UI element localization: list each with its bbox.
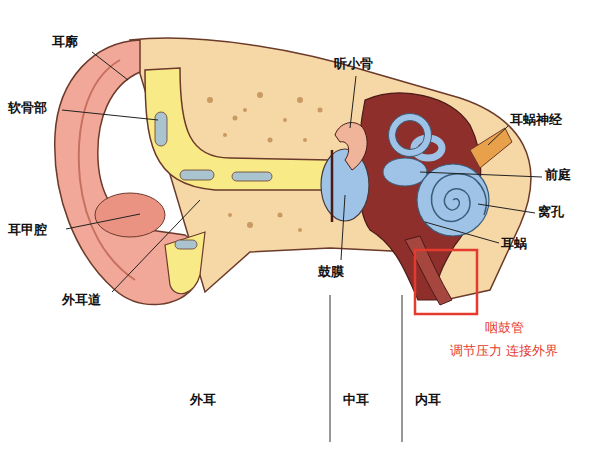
cochlear-nerve bbox=[470, 128, 512, 168]
section-dividers bbox=[330, 295, 402, 442]
auricle-fold bbox=[79, 60, 135, 280]
part-label: 鼓膜 bbox=[318, 264, 344, 280]
part-label: 前庭 bbox=[545, 167, 571, 183]
part-label: 外耳 bbox=[190, 392, 216, 408]
part-label: 内耳 bbox=[415, 392, 441, 408]
cochlea-spiral bbox=[431, 174, 486, 222]
ear-canal bbox=[145, 68, 330, 190]
part-label: 外耳道 bbox=[62, 292, 101, 308]
part-label: 中耳 bbox=[343, 392, 369, 408]
eardrum bbox=[331, 150, 334, 222]
ossicles bbox=[335, 123, 367, 170]
cartilage-lower bbox=[165, 232, 205, 294]
part-label: 耳甲腔 bbox=[8, 222, 47, 238]
highlight-box bbox=[415, 250, 477, 314]
part-label: 咽鼓管 bbox=[485, 320, 524, 336]
semicircular-canals bbox=[392, 117, 442, 158]
part-label: 调节压力 连接外界 bbox=[450, 343, 558, 359]
leader-lines bbox=[62, 52, 542, 292]
canal-outline bbox=[389, 114, 432, 157]
part-label: 听小骨 bbox=[334, 56, 373, 72]
part-label: 窝孔 bbox=[538, 204, 564, 220]
part-label: 软骨部 bbox=[8, 100, 47, 116]
part-label: 耳廓 bbox=[52, 34, 78, 50]
part-label: 耳蜗神经 bbox=[510, 112, 562, 128]
part-label: 耳蜗 bbox=[501, 236, 527, 252]
eustachian-tube bbox=[405, 236, 452, 305]
concha bbox=[95, 193, 165, 237]
head-tissue bbox=[130, 38, 531, 300]
